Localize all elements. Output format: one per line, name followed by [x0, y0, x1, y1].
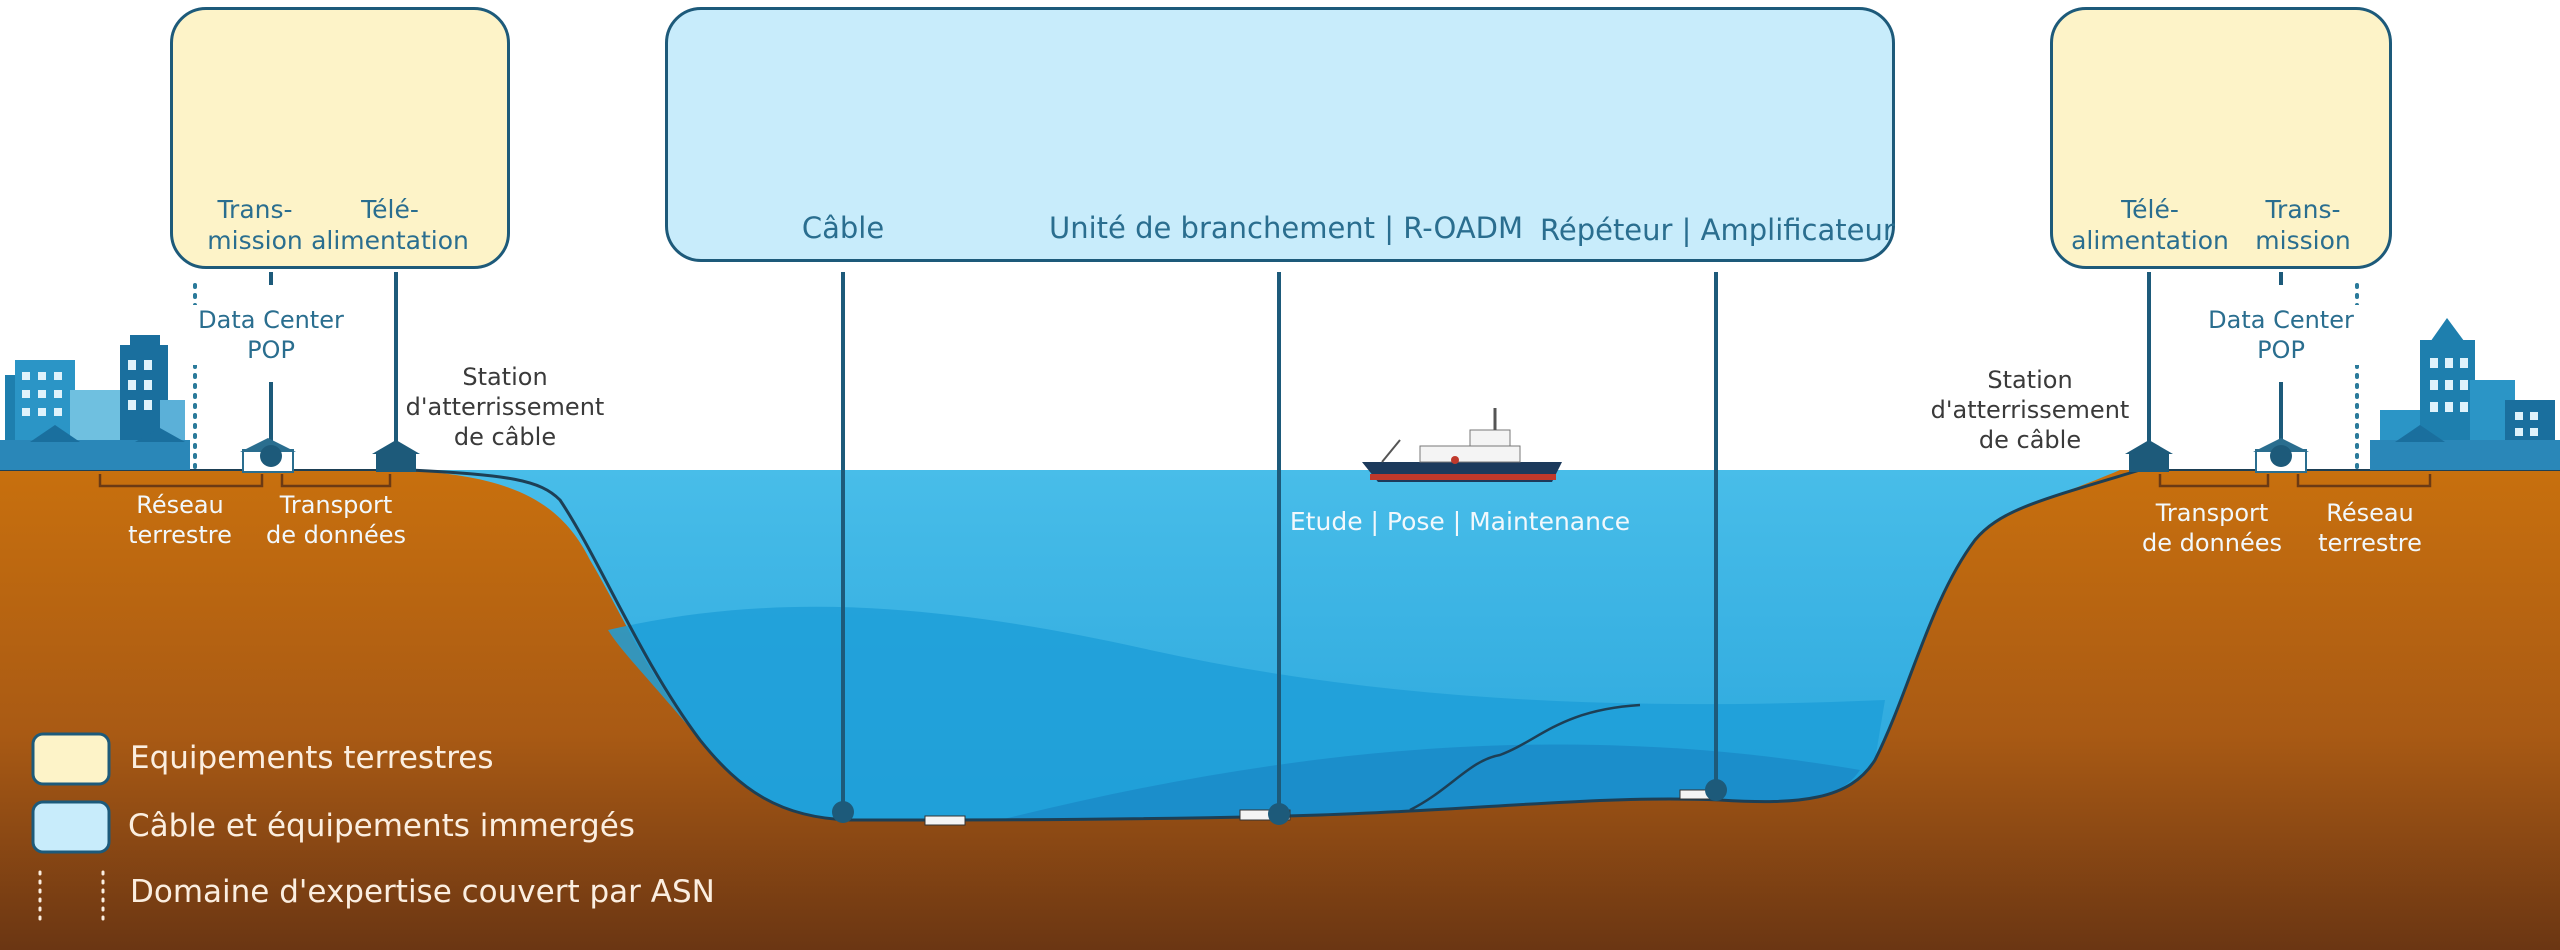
city-skyline-icon — [0, 335, 190, 470]
legend-swatch-submarine — [31, 800, 111, 854]
legend-swatch-terrestrial — [31, 732, 111, 786]
left-pop-building — [240, 438, 296, 473]
submarine-connector-dots — [832, 779, 1727, 825]
left-brackets — [98, 474, 392, 488]
left-transport-label: Transport de données — [265, 491, 406, 549]
submarine-equipment-box — [665, 7, 1895, 262]
right-power-feed-label: Télé- alimentation — [2071, 195, 2229, 256]
left-transmission-label: Trans- mission — [207, 195, 303, 256]
right-transmission-label: Trans- mission — [2255, 195, 2351, 256]
right-landing-station-label: Station d'atterrissement de câble — [1930, 366, 2130, 454]
left-landing-station-label: Station d'atterrissement de câble — [405, 363, 605, 451]
cable-ship-icon — [1362, 408, 1562, 482]
legend-submarine-label: Câble et équipements immergés — [128, 808, 635, 844]
branch-cable — [1409, 703, 1641, 812]
branching-unit-label: Unité de branchement | R-OADM — [1049, 211, 1524, 245]
legend-swatch-dotted — [38, 870, 105, 927]
seabed-repeaters — [924, 789, 1721, 826]
right-pop-building — [2253, 438, 2309, 473]
repeater-label: Répéteur | Amplificateur — [1540, 213, 1895, 247]
left-power-feed-label: Télé- alimentation — [311, 195, 469, 256]
city-skyline-icon — [2370, 318, 2560, 470]
left-terrestrial-box — [170, 7, 510, 269]
right-transport-label: Transport de données — [2141, 499, 2282, 557]
right-datacenter-label: Data Center POP — [2196, 305, 2366, 365]
left-network-label: Réseau terrestre — [128, 491, 232, 549]
legend-terrestrial-label: Equipements terrestres — [130, 740, 494, 776]
ship-activities-label: Etude | Pose | Maintenance — [1289, 507, 1631, 536]
left-landing-station — [372, 440, 420, 472]
right-network-label: Réseau terrestre — [2318, 499, 2422, 557]
cable-label: Câble — [801, 211, 885, 245]
submarine-connectors — [841, 272, 1718, 812]
left-datacenter-label: Data Center POP — [186, 305, 356, 365]
deep-water-2 — [1000, 744, 1860, 820]
right-terrestrial-box — [2050, 7, 2392, 269]
legend-expertise-label: Domaine d'expertise couvert par ASN — [130, 874, 715, 910]
right-landing-station — [2125, 440, 2173, 472]
seabed-outline — [409, 468, 2141, 822]
right-brackets — [2158, 474, 2432, 488]
